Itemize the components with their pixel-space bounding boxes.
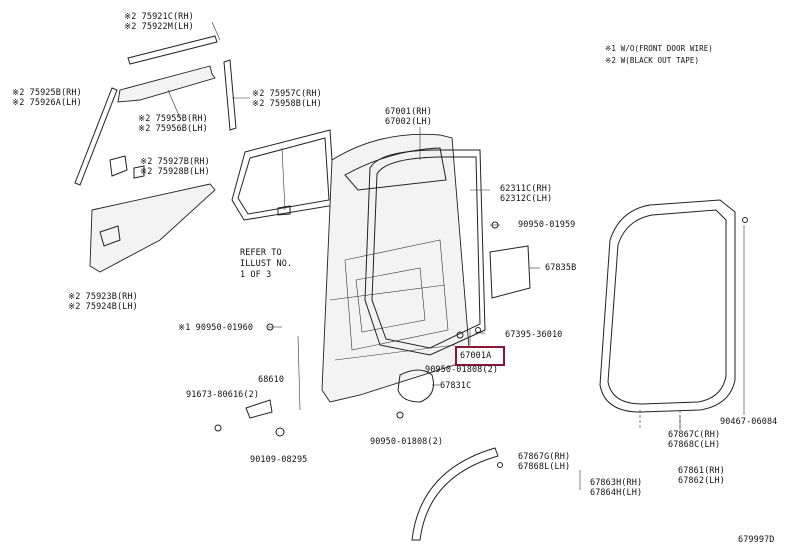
door-weatherstrip	[364, 149, 486, 356]
label-75957c: ※2 75957C(RH)	[252, 89, 322, 99]
label-75923b: ※2 75923B(RH)	[68, 292, 138, 302]
label-91673-80616: 91673-80616(2)	[186, 390, 260, 400]
label-67868l: 67868L(LH)	[518, 462, 571, 472]
label-67001: 67001(RH)	[385, 107, 432, 117]
refer-note: REFER TO ILLUST NO. 1 OF 3	[240, 248, 293, 280]
label-75924b: ※2 75924B(LH)	[68, 302, 138, 312]
door-check	[245, 399, 273, 419]
label-67002: 67002(LH)	[385, 117, 432, 127]
label-75921c: ※2 75921C(RH)	[124, 12, 194, 22]
label-67835b: 67835B	[545, 263, 577, 273]
label-90950-01960: ※1 90950-01960	[178, 323, 254, 333]
service-hole-cover	[489, 245, 531, 299]
label-90950-01808-a: 90950-01808(2)	[425, 365, 499, 375]
label-67864h: 67864H(LH)	[590, 488, 643, 498]
label-75958b: ※2 75958B(LH)	[252, 99, 322, 109]
label-68610: 68610	[258, 375, 285, 385]
label-67395-36010: 67395-36010	[505, 330, 563, 340]
left-pillar-strip	[74, 87, 118, 186]
upper-garnish	[117, 65, 216, 103]
label-67861: 67861(RH)	[678, 466, 725, 476]
label-67831c: 67831C	[440, 381, 472, 391]
label-67867c: 67867C(RH)	[668, 430, 721, 440]
small-garnish	[109, 155, 128, 177]
label-75956b: ※2 75956B(LH)	[138, 124, 208, 134]
label-75926a: ※2 75926A(LH)	[12, 98, 82, 108]
label-90950-01959: 90950-01959	[518, 220, 576, 230]
lower-hole-cover	[397, 369, 434, 403]
label-67863h: 67863H(RH)	[590, 478, 643, 488]
label-75955b: ※2 75955B(RH)	[138, 114, 208, 124]
top-molding-strip	[127, 35, 218, 65]
small-clip	[133, 165, 145, 179]
door-panel	[321, 133, 471, 403]
label-67867g: 67867G(RH)	[518, 452, 571, 462]
label-75928b: ※2 75928B(LH)	[140, 167, 210, 177]
label-67868c: 67868C(LH)	[668, 440, 721, 450]
note-2: ※2 W(BLACK OUT TAPE)	[605, 56, 700, 65]
label-90109-08295: 90109-08295	[250, 455, 308, 465]
label-90950-01808-b: 90950-01808(2)	[370, 437, 444, 447]
label-67001a: 67001A	[460, 351, 492, 361]
label-62311c: 62311C(RH)	[500, 184, 553, 194]
lower-garnish-cutout	[99, 225, 121, 247]
label-75922m: ※2 75922M(LH)	[124, 22, 194, 32]
center-pillar-strip	[223, 59, 237, 131]
label-67862: 67862(LH)	[678, 476, 725, 486]
label-75925b: ※2 75925B(RH)	[12, 88, 82, 98]
highlighted-part-box[interactable]: 67001A	[455, 346, 505, 366]
body-side-weatherstrip	[599, 199, 736, 413]
lower-garnish-panel	[89, 183, 216, 273]
wheel-arch-strip	[411, 447, 499, 541]
label-75927b: ※2 75927B(RH)	[140, 157, 210, 167]
diagram-code: 679997D	[738, 535, 775, 545]
note-1: ※1 W/O(FRONT DOOR WIRE)	[605, 44, 713, 53]
label-90467-06084: 90467-06084	[720, 417, 778, 427]
label-62312c: 62312C(LH)	[500, 194, 553, 204]
